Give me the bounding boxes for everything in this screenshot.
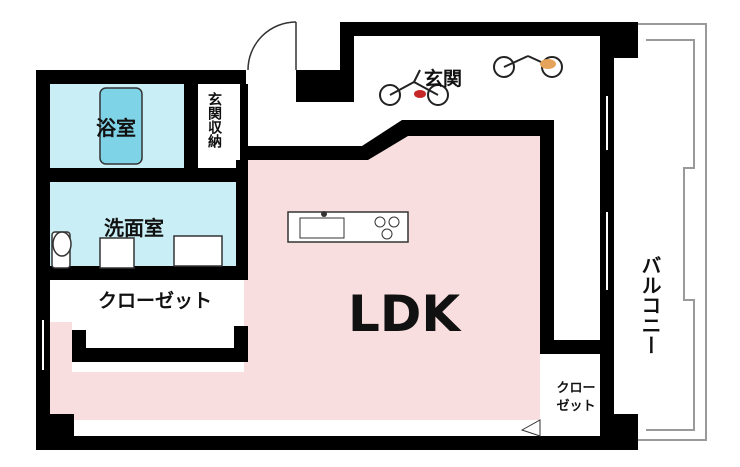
closet-door-mark <box>520 419 541 437</box>
toilet-icon <box>51 231 72 269</box>
washing-machine <box>99 237 135 269</box>
balcony-area <box>636 23 707 441</box>
sink-icon <box>299 217 345 239</box>
room-label-entrance-storage: 玄関収納 <box>206 92 222 148</box>
room-label-washroom: 洗面室 <box>104 216 164 240</box>
ldk-floor <box>40 136 540 420</box>
room-label-bath: 浴室 <box>96 116 136 140</box>
bicycle-icon <box>493 55 563 78</box>
room-label-closet: クローゼット <box>98 290 213 312</box>
room-label-ldk: LDK <box>348 285 461 343</box>
entrance-door <box>247 21 297 71</box>
kitchen-counter-icon <box>287 211 409 243</box>
bicycle-icon <box>379 69 449 106</box>
bathtub <box>99 87 143 165</box>
room-label-entrance: 玄関 <box>424 68 463 90</box>
room-label-balcony: バルコニー <box>638 255 662 355</box>
walls <box>36 22 638 450</box>
washbasin <box>173 235 223 267</box>
windows <box>42 96 608 370</box>
stove-icon <box>374 216 400 240</box>
room-label-closet-small: クローゼット <box>556 381 596 414</box>
